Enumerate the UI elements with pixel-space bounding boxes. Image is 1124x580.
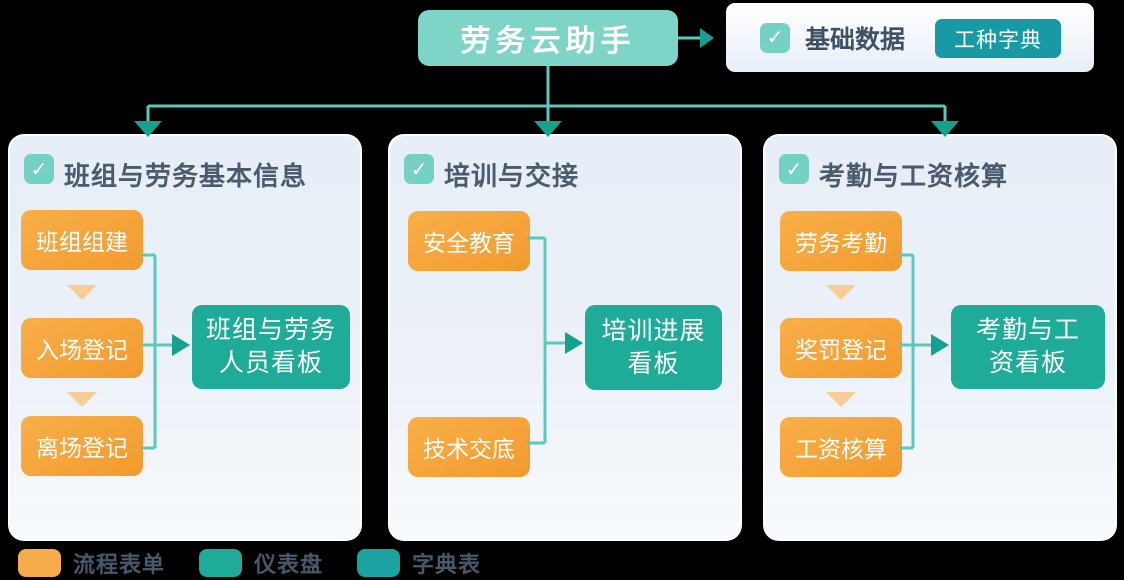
panel-title: 培训与交接 xyxy=(444,161,580,191)
dashboard-text-line: 资看板 xyxy=(988,349,1067,377)
legend-swatch-orange xyxy=(18,549,61,577)
down-arrow-icon xyxy=(67,392,97,407)
step-node-technical-disclosure: 技术交底 xyxy=(408,417,530,477)
legend-label: 仪表盘 xyxy=(254,552,324,577)
panel-title: 班组与劳务基本信息 xyxy=(64,161,308,191)
dashboard-text-line: 班组与劳务 xyxy=(205,316,336,344)
legend-label: 流程表单 xyxy=(73,552,166,577)
legend-item-process-form: 流程表单 xyxy=(18,549,165,577)
dashboard-text-line: 考勤与工 xyxy=(975,316,1080,344)
step-node-labor-attendance: 劳务考勤 xyxy=(780,211,902,271)
panel-training-handover: ✓ 培训与交接 安全教育 技术交底 培训进展 看板 xyxy=(388,134,742,541)
step-node-exit-registration: 离场登记 xyxy=(21,416,143,476)
dashboard-text-line: 看板 xyxy=(627,349,680,378)
panel-attendance-payroll: ✓ 考勤与工资核算 劳务考勤 奖罚登记 工资核算 考勤与工 资看板 xyxy=(763,134,1117,541)
root-node-labor-cloud-assistant: 劳务云助手 xyxy=(418,10,678,66)
down-arrow-icon xyxy=(826,392,856,407)
down-arrow-icon xyxy=(826,285,856,300)
checkbox-checked-icon[interactable]: ✓ xyxy=(779,154,809,184)
dashboard-node-attendance-payroll-board: 考勤与工 资看板 xyxy=(951,305,1105,389)
legend-item-dictionary-table: 字典表 xyxy=(357,549,481,577)
step-node-entry-registration: 入场登记 xyxy=(21,318,143,378)
job-type-dictionary-button[interactable]: 工种字典 xyxy=(935,19,1061,58)
dashboard-text-line: 培训进展 xyxy=(601,316,706,345)
checkbox-checked-icon[interactable]: ✓ xyxy=(24,154,54,184)
down-arrow-icon xyxy=(67,285,97,300)
base-data-label: 基础数据 xyxy=(805,25,906,54)
step-node-payroll-calculation: 工资核算 xyxy=(780,417,902,477)
step-node-team-formation: 班组组建 xyxy=(21,210,143,270)
step-node-safety-education: 安全教育 xyxy=(408,211,530,271)
step-node-reward-penalty-registration: 奖罚登记 xyxy=(780,318,902,378)
dashboard-node-team-labor-board: 班组与劳务 人员看板 xyxy=(192,305,350,389)
panel-title: 考勤与工资核算 xyxy=(819,161,1009,191)
legend-label: 字典表 xyxy=(412,552,482,577)
legend-swatch-cyan xyxy=(357,549,400,577)
base-data-card: ✓ 基础数据 工种字典 xyxy=(726,3,1094,72)
checkbox-checked-icon[interactable]: ✓ xyxy=(760,22,790,53)
panel-team-labor-info: ✓ 班组与劳务基本信息 班组组建 入场登记 离场登记 班组与劳务 人员看板 xyxy=(8,134,362,541)
legend-item-dashboard: 仪表盘 xyxy=(199,549,323,577)
dashboard-text-line: 人员看板 xyxy=(218,349,323,377)
checkbox-checked-icon[interactable]: ✓ xyxy=(404,154,434,184)
legend-swatch-teal xyxy=(199,549,242,577)
dashboard-node-training-progress-board: 培训进展 看板 xyxy=(585,305,722,390)
